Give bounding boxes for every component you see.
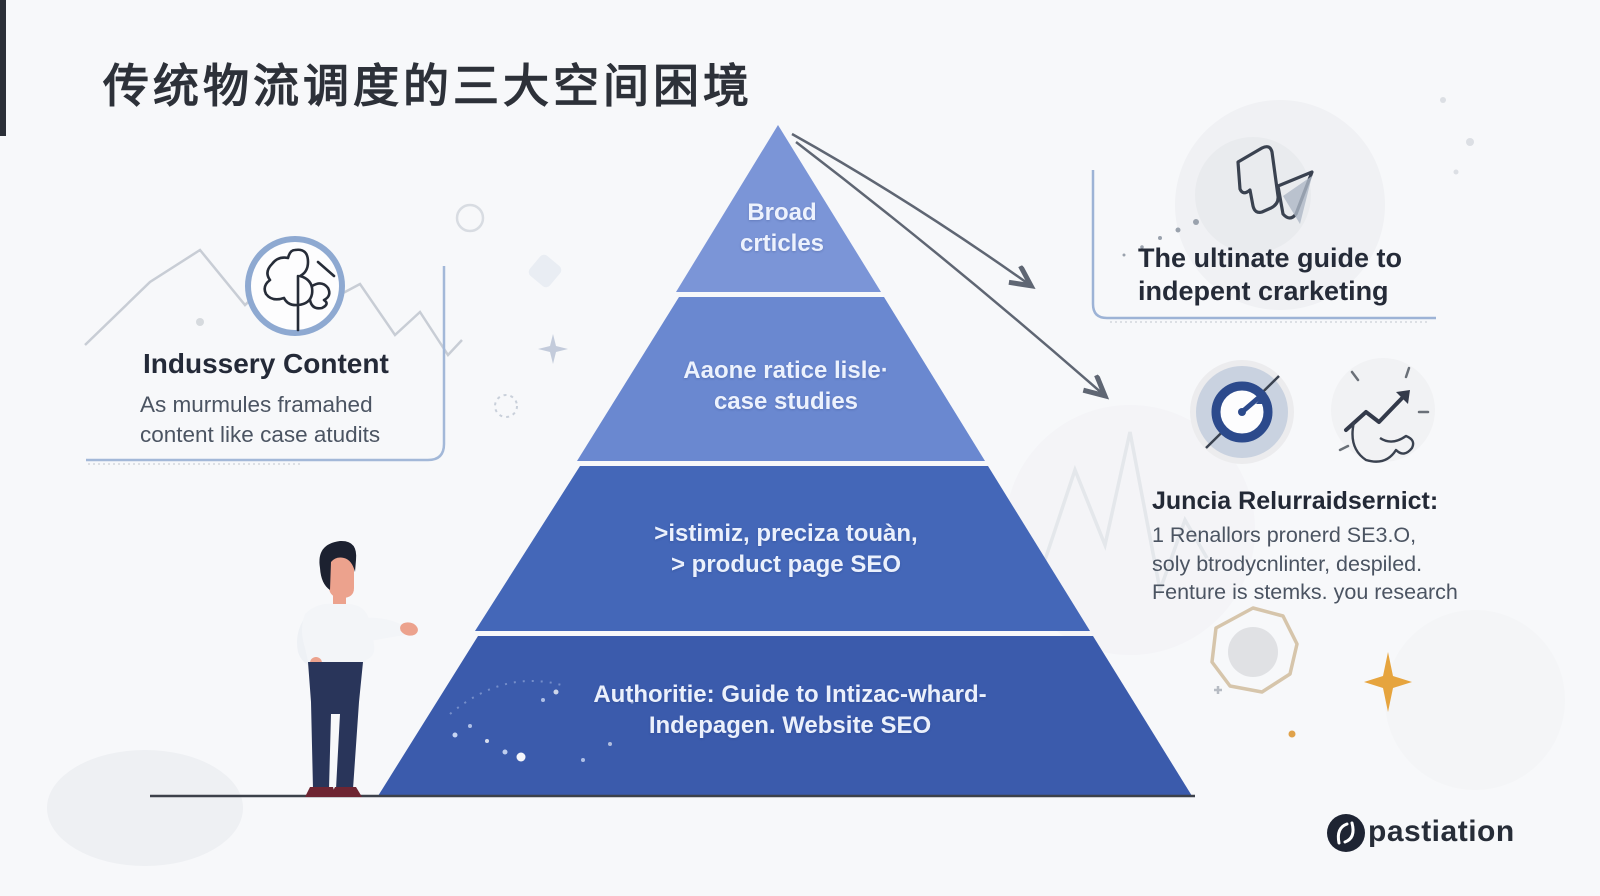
info-body-line3: Fenture is stemks. you research xyxy=(1152,580,1458,604)
arrow-to-info xyxy=(795,141,1104,395)
sparkle-icon xyxy=(538,334,568,364)
gold-sparkle-icon xyxy=(1364,652,1412,712)
person-illustration xyxy=(297,540,418,797)
rocket-icon xyxy=(1122,137,1314,257)
background-decor xyxy=(47,97,1565,866)
info-heading: Juncia Relurraidsernict: xyxy=(1152,487,1439,515)
pyramid-level-3-label: >istimiz, preciza touàn, > product page … xyxy=(654,518,917,580)
octagon-outline-icon xyxy=(1210,606,1299,694)
pyramid-level-2-line2: case studies xyxy=(713,388,859,415)
left-card-body: As murmules framahed content like case a… xyxy=(140,390,380,450)
page-title: 传统物流调度的三大空间困境 xyxy=(103,60,753,112)
pyramid-level-1-label: Broad crticles xyxy=(740,197,824,259)
pyramid-level-2-line1: Aaone ratice lisle· xyxy=(683,357,889,384)
gauge-icon xyxy=(1190,360,1294,464)
pyramid-level-1-line2: crticles xyxy=(739,230,825,257)
apex-arrows xyxy=(791,132,1104,395)
callout-heading-line2: indepent crarketing xyxy=(1138,276,1389,306)
callout-heading: The ultinate guide to indepent crarketin… xyxy=(1138,242,1402,308)
growth-chart-icon xyxy=(1331,358,1435,463)
pyramid-level-1 xyxy=(676,125,881,292)
rocket-trail-dots xyxy=(1122,219,1199,257)
left-card-body-line1: As murmules framahed xyxy=(140,392,373,417)
pyramid-level-4-line2: Indepagen. Website SEO xyxy=(648,712,932,739)
team-doodle-icon xyxy=(245,236,345,336)
pyramid-level-2 xyxy=(577,297,985,461)
plus-mark-icon xyxy=(1214,686,1222,694)
arrow-to-callout xyxy=(791,132,1030,285)
pyramid-level-4 xyxy=(378,636,1192,796)
pyramid-level-3 xyxy=(475,466,1090,631)
left-card-frame xyxy=(86,266,446,465)
brand-footer: pastiation xyxy=(1318,812,1515,852)
pastiation-logo-mark xyxy=(1327,814,1365,852)
pyramid-level-4-label: Authoritie: Guide to Intizac-whard- Inde… xyxy=(593,679,986,741)
pyramid xyxy=(378,125,1192,796)
pyramid-level-4-line1: Authoritie: Guide to Intizac-whard- xyxy=(593,681,987,708)
left-card-heading: Indussery Content xyxy=(143,348,389,379)
left-card-body-line2: content like case atudits xyxy=(140,422,381,447)
edge-accent-bar xyxy=(0,0,6,136)
info-body: 1 Renallors pronerd SE3.O, soly btrodycn… xyxy=(1152,521,1458,607)
pyramid-level-1-line1: Broad xyxy=(747,199,817,226)
pyramid-level-3-line2: > product page SEO xyxy=(670,551,902,578)
constellation-dots xyxy=(449,680,634,762)
pyramid-level-2-label: Aaone ratice lisle· case studies xyxy=(683,355,888,417)
pyramid-level-3-line1: >istimiz, preciza touàn, xyxy=(654,520,918,547)
ornament-shapes xyxy=(1210,606,1412,738)
brand-name: pastiation xyxy=(1368,815,1515,848)
info-body-line1: 1 Renallors pronerd SE3.O, xyxy=(1152,523,1417,547)
callout-frame xyxy=(1091,170,1436,323)
info-body-line2: soly btrodycnlinter, despiled. xyxy=(1152,551,1423,576)
logo-spacer xyxy=(1318,812,1358,852)
faint-zigzag-line xyxy=(1043,431,1209,597)
callout-heading-line1: The ultinate guide to xyxy=(1138,243,1402,273)
